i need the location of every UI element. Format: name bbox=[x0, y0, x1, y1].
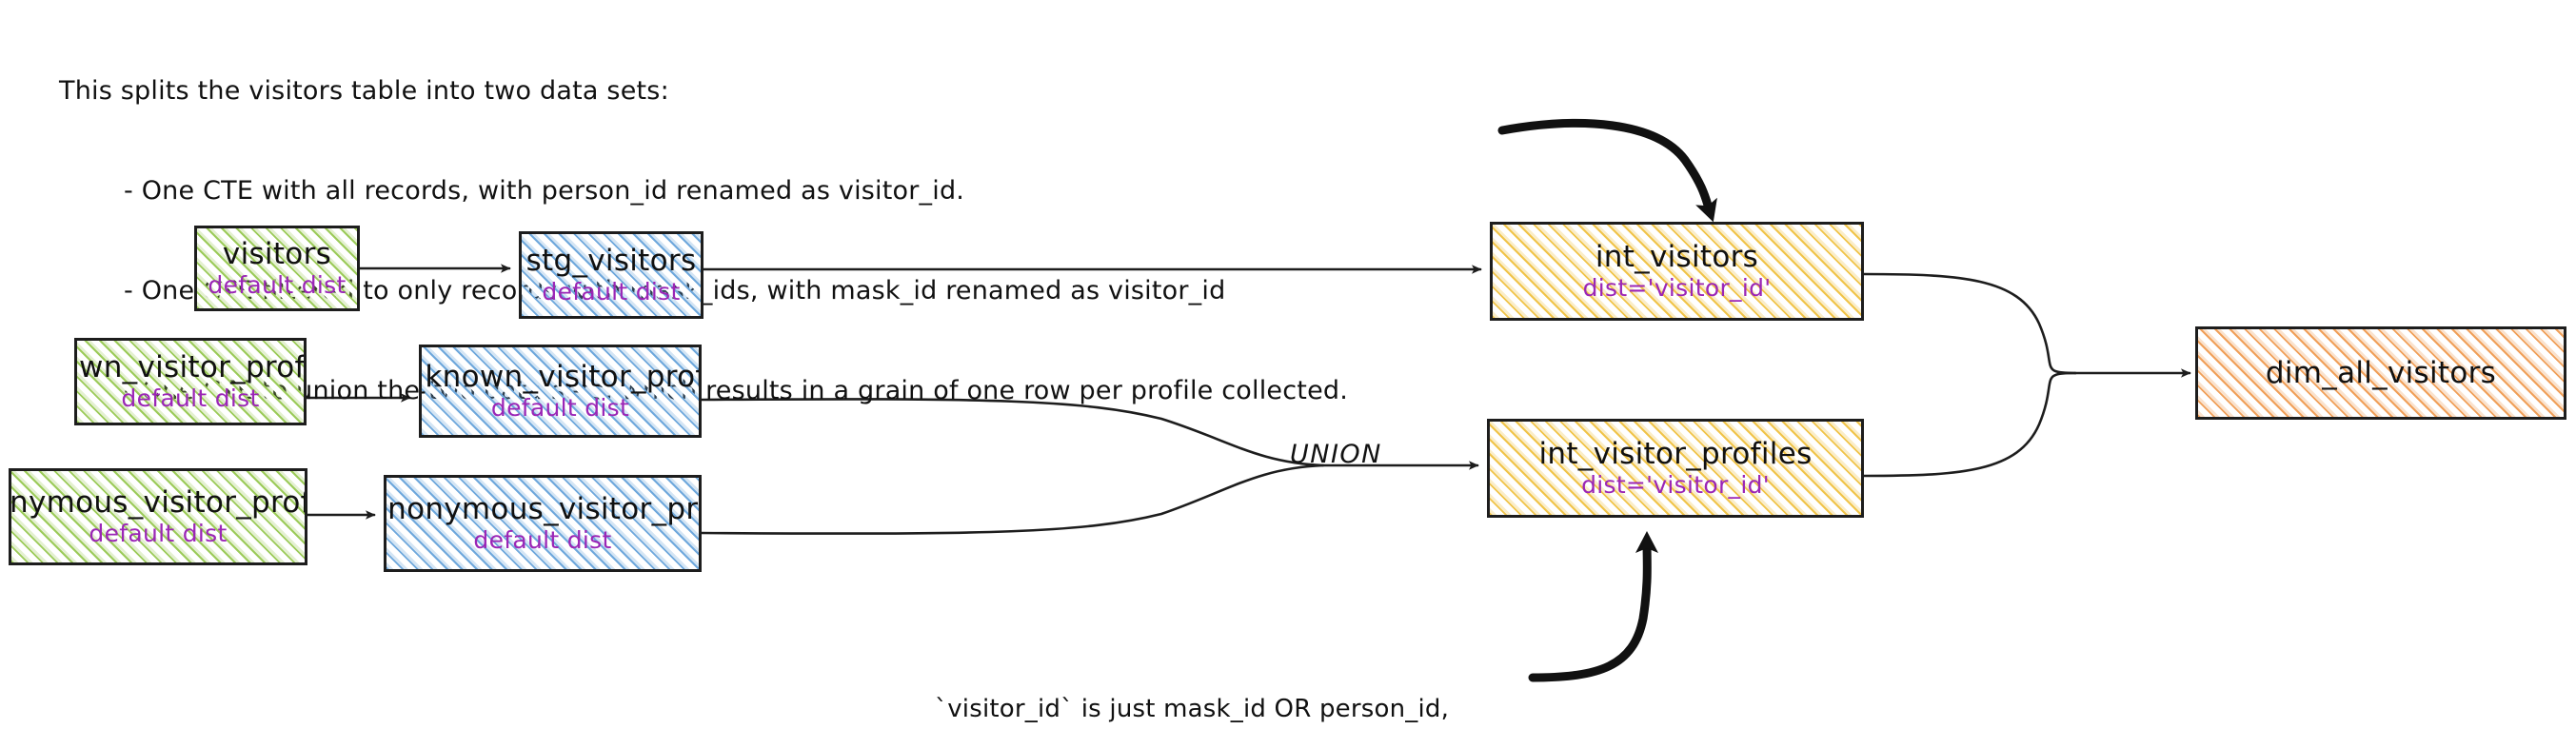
node-stg-anonymous-visitor-profiles[interactable]: stg_anonymous_visitor_profiles default d… bbox=[384, 475, 702, 572]
edge-int-visitors-to-dim-all-visitors bbox=[1862, 272, 2077, 375]
bottom-annotation: `visitor_id` is just mask_id OR person_i… bbox=[935, 623, 1516, 749]
node-subtitle: dist='visitor_id' bbox=[1581, 471, 1770, 499]
hatch-fill-blue bbox=[522, 234, 701, 316]
node-title: anonymous_visitor_profiles bbox=[9, 485, 307, 520]
edge-stg-anonymous-to-int-visitor-profiles bbox=[700, 463, 1325, 535]
node-title: visitors bbox=[222, 237, 332, 271]
header-line-0: This splits the visitors table into two … bbox=[59, 76, 669, 106]
hatch-fill-green bbox=[11, 471, 305, 562]
node-subtitle: default dist bbox=[542, 278, 681, 306]
hatch-fill-yellow bbox=[1493, 225, 1861, 318]
node-subtitle: default dist bbox=[490, 394, 630, 422]
node-subtitle: default dist bbox=[473, 526, 612, 554]
node-title: int_visitor_profiles bbox=[1538, 437, 1813, 471]
node-int-visitor-profiles[interactable]: int_visitor_profiles dist='visitor_id' bbox=[1487, 419, 1864, 518]
node-visitors[interactable]: visitors default dist bbox=[194, 226, 360, 311]
node-title: known_visitor_profiles bbox=[77, 350, 306, 384]
node-anonymous-visitor-profiles[interactable]: anonymous_visitor_profiles default dist bbox=[9, 468, 307, 565]
node-known-visitor-profiles[interactable]: known_visitor_profiles default dist bbox=[74, 338, 307, 425]
bottom-line-0: `visitor_id` is just mask_id OR person_i… bbox=[935, 695, 1450, 723]
hatch-fill-yellow bbox=[1490, 422, 1861, 515]
node-dim-all-visitors[interactable]: dim_all_visitors bbox=[2195, 326, 2566, 420]
hatch-fill-green bbox=[77, 341, 304, 423]
union-label: UNION bbox=[1290, 440, 1382, 469]
annotation-arrow-header-to-int-visitors bbox=[1497, 118, 1717, 223]
hatch-fill-green bbox=[197, 228, 357, 308]
node-title: stg_visitors bbox=[525, 244, 697, 278]
node-title: int_visitors bbox=[1595, 240, 1759, 274]
edge-int-visitor-profiles-to-dim-all-visitors bbox=[1862, 371, 2077, 478]
node-title: stg_known_visitor_profiles bbox=[422, 360, 699, 394]
node-stg-known-visitor-profiles[interactable]: stg_known_visitor_profiles default dist bbox=[419, 345, 702, 438]
node-title: dim_all_visitors bbox=[2265, 356, 2497, 390]
node-stg-visitors[interactable]: stg_visitors default dist bbox=[519, 231, 703, 319]
node-subtitle: default dist bbox=[121, 384, 260, 412]
hatch-fill-blue bbox=[386, 478, 699, 569]
node-title: stg_anonymous_visitor_profiles bbox=[386, 492, 699, 526]
hatch-fill-blue bbox=[422, 347, 699, 435]
node-subtitle: default dist bbox=[89, 520, 228, 547]
node-subtitle: default dist bbox=[208, 271, 347, 299]
node-subtitle: dist='visitor_id' bbox=[1582, 274, 1772, 302]
annotation-arrow-bottom-to-int-visitor-profiles bbox=[1528, 531, 1659, 682]
node-int-visitors[interactable]: int_visitors dist='visitor_id' bbox=[1490, 222, 1864, 321]
header-line-1: - One CTE with all records, with person_… bbox=[124, 176, 965, 206]
hatch-fill-orange bbox=[2198, 329, 2564, 417]
